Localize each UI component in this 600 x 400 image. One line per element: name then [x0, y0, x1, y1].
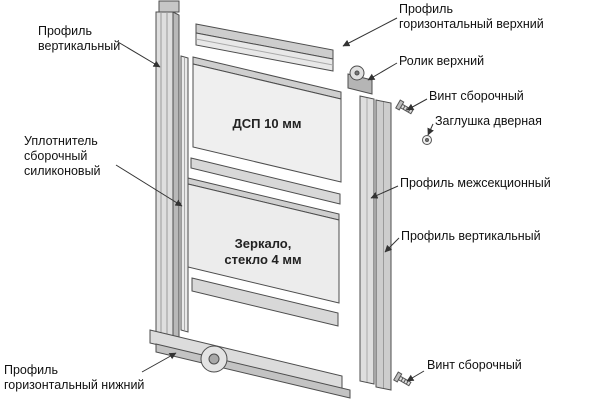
leader-top-horizontal: [342, 17, 398, 47]
bottom-filler-strip: [191, 277, 339, 327]
door-cap-icon: [422, 135, 432, 145]
mirror-panel: [187, 177, 340, 304]
label-assembly-screw-bottom: Винт сборочный: [427, 358, 522, 372]
top-horizontal-profile: [195, 23, 334, 72]
label-left-vertical-profile: Профиль вертикальный: [38, 24, 121, 53]
label-top-horizontal-profile: Профиль горизонтальный верхний: [399, 2, 544, 31]
leader-lines: [115, 17, 434, 382]
bottom-roller: [200, 345, 228, 373]
label-intersection-profile: Профиль межсекционный: [400, 176, 551, 190]
leader-intersection: [370, 185, 399, 199]
leader-top-roller: [367, 62, 398, 81]
assembly-screw-bottom-icon: [393, 371, 412, 387]
mirror-panel-text: Зеркало, стекло 4 мм: [224, 236, 302, 267]
leader-bottom-horizontal: [141, 352, 177, 373]
dsp-panel-text: ДСП 10 мм: [232, 116, 302, 131]
label-right-vertical-profile: Профиль вертикальный: [401, 229, 541, 243]
leader-screw-bottom: [406, 370, 425, 382]
label-top-roller: Ролик верхний: [399, 54, 485, 68]
silicone-seal-strip: [180, 55, 189, 333]
leader-door-cap: [427, 123, 434, 136]
label-door-cap: Заглушка дверная: [435, 114, 542, 128]
dsp-panel: [192, 56, 342, 183]
leader-left-vertical: [117, 41, 161, 68]
right-vertical-profile: [375, 99, 392, 391]
label-assembly-screw-top: Винт сборочный: [429, 89, 524, 103]
intersection-strip: [190, 157, 341, 205]
leader-screw-top: [406, 98, 428, 111]
leader-right-vertical: [384, 237, 400, 253]
left-vertical-profile: [155, 0, 180, 349]
label-bottom-horizontal-profile: Профиль горизонтальный нижний: [4, 363, 145, 392]
intersection-profile-bar: [359, 95, 375, 385]
top-roller: [347, 65, 373, 95]
bottom-horizontal-profile: [149, 329, 351, 399]
label-silicone-seal: Уплотнитель сборочный силиконовый: [24, 134, 101, 178]
leader-seal: [115, 164, 183, 207]
